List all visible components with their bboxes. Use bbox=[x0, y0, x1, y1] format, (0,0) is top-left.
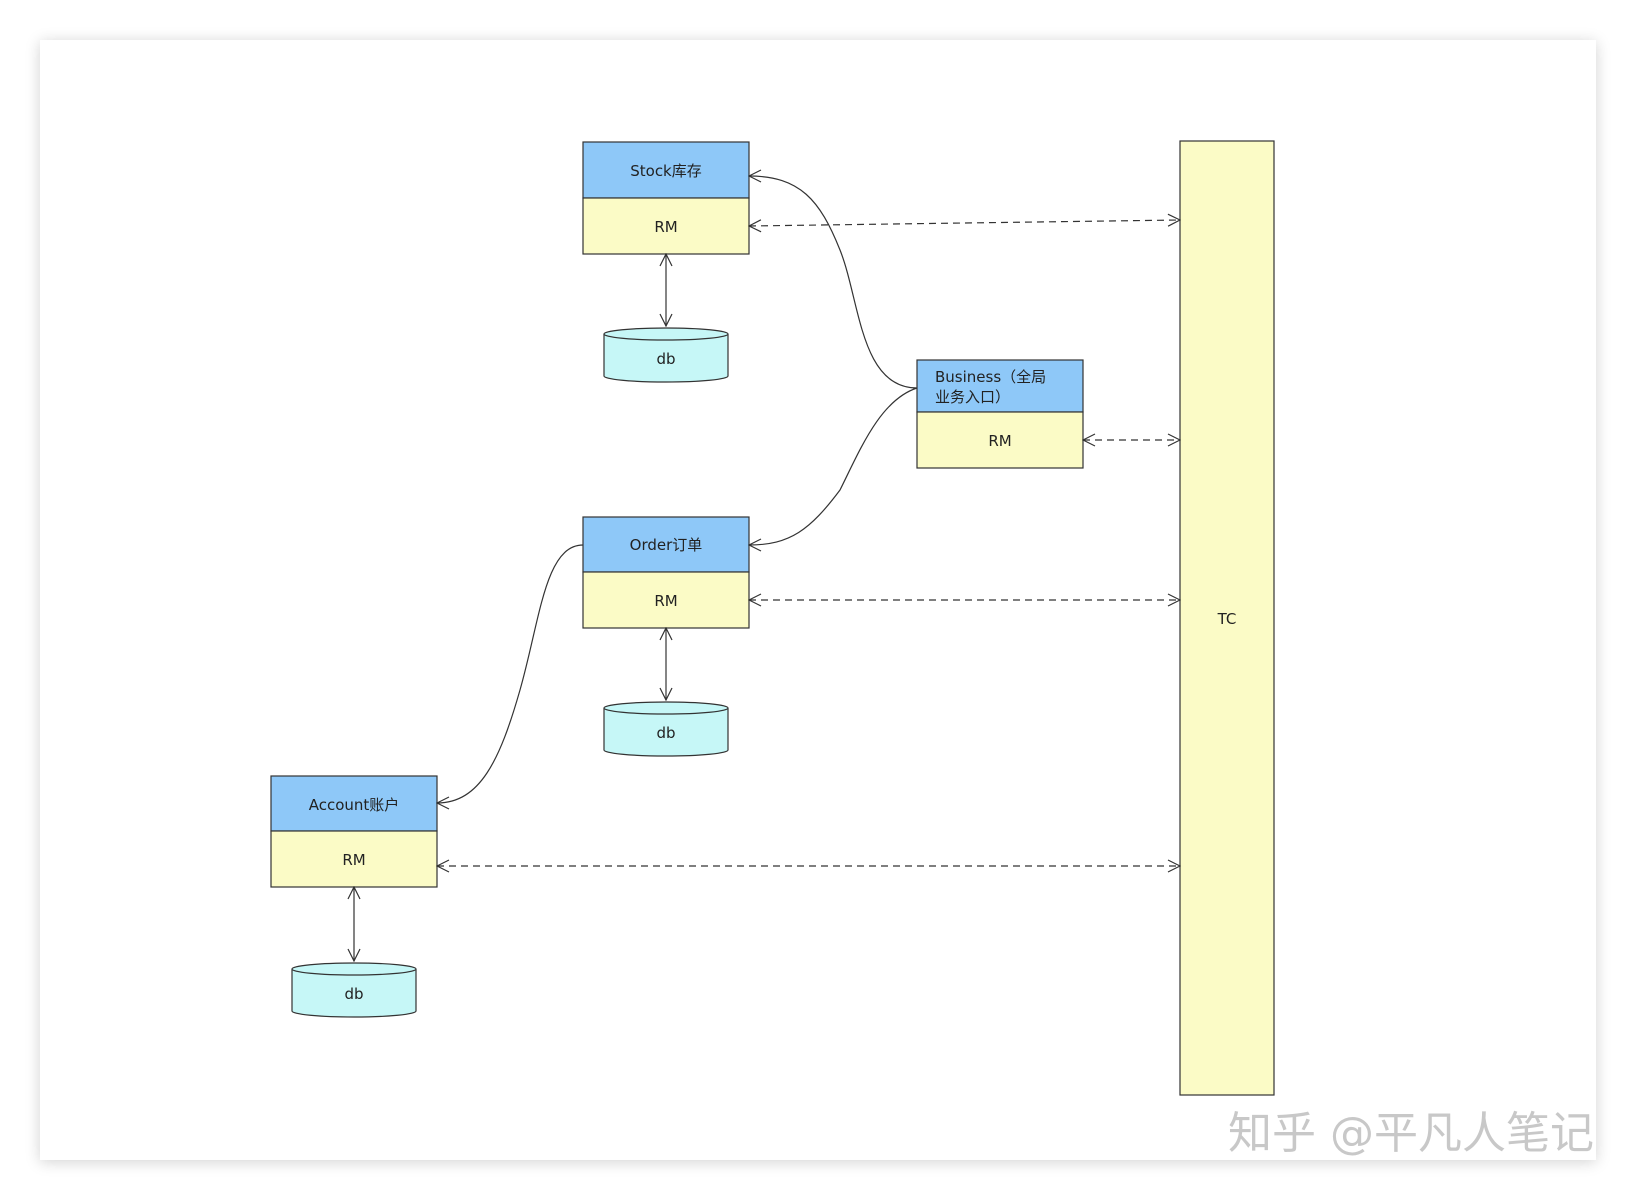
order-db-cylinder: db bbox=[603, 701, 729, 757]
stock-rm-label: RM bbox=[654, 218, 677, 236]
account-db-cylinder: db bbox=[291, 962, 417, 1018]
stock-rm-box bbox=[582, 197, 750, 255]
business-to-order-curve bbox=[749, 387, 918, 545]
tc-coordinator: TC bbox=[1179, 140, 1275, 1096]
business-to-stock-curve bbox=[749, 176, 918, 389]
business-rm-label: RM bbox=[988, 432, 1011, 450]
account-header bbox=[270, 775, 438, 832]
account-title: Account账户 bbox=[309, 796, 400, 814]
account-db-label: db bbox=[344, 985, 363, 1003]
stock-title: Stock库存 bbox=[630, 162, 702, 180]
business-title-line1: Business（全局 bbox=[935, 368, 1046, 386]
account-rm-label: RM bbox=[342, 851, 365, 869]
stock-db-cylinder: db bbox=[603, 327, 729, 383]
business-title-line2: 业务入口） bbox=[935, 388, 1010, 406]
order-rm-label: RM bbox=[654, 592, 677, 610]
account-rm-box bbox=[270, 830, 438, 888]
stock-rm-tc-dashed-arrow bbox=[749, 220, 1180, 226]
tc-label: TC bbox=[1217, 610, 1237, 628]
order-component: Order订单 RM bbox=[582, 516, 750, 629]
order-db-label: db bbox=[656, 724, 675, 742]
business-rm-box bbox=[916, 411, 1084, 469]
order-rm-box bbox=[582, 571, 750, 629]
stock-db-label: db bbox=[656, 350, 675, 368]
watermark-text: 知乎 @平凡人笔记 bbox=[1228, 1108, 1594, 1159]
stock-header bbox=[582, 141, 750, 199]
order-title: Order订单 bbox=[630, 536, 703, 554]
order-to-account-curve bbox=[437, 544, 584, 803]
business-component: Business（全局 业务入口） RM bbox=[916, 359, 1084, 469]
account-component: Account账户 RM bbox=[270, 775, 438, 888]
stock-component: Stock库存 RM bbox=[582, 141, 750, 255]
